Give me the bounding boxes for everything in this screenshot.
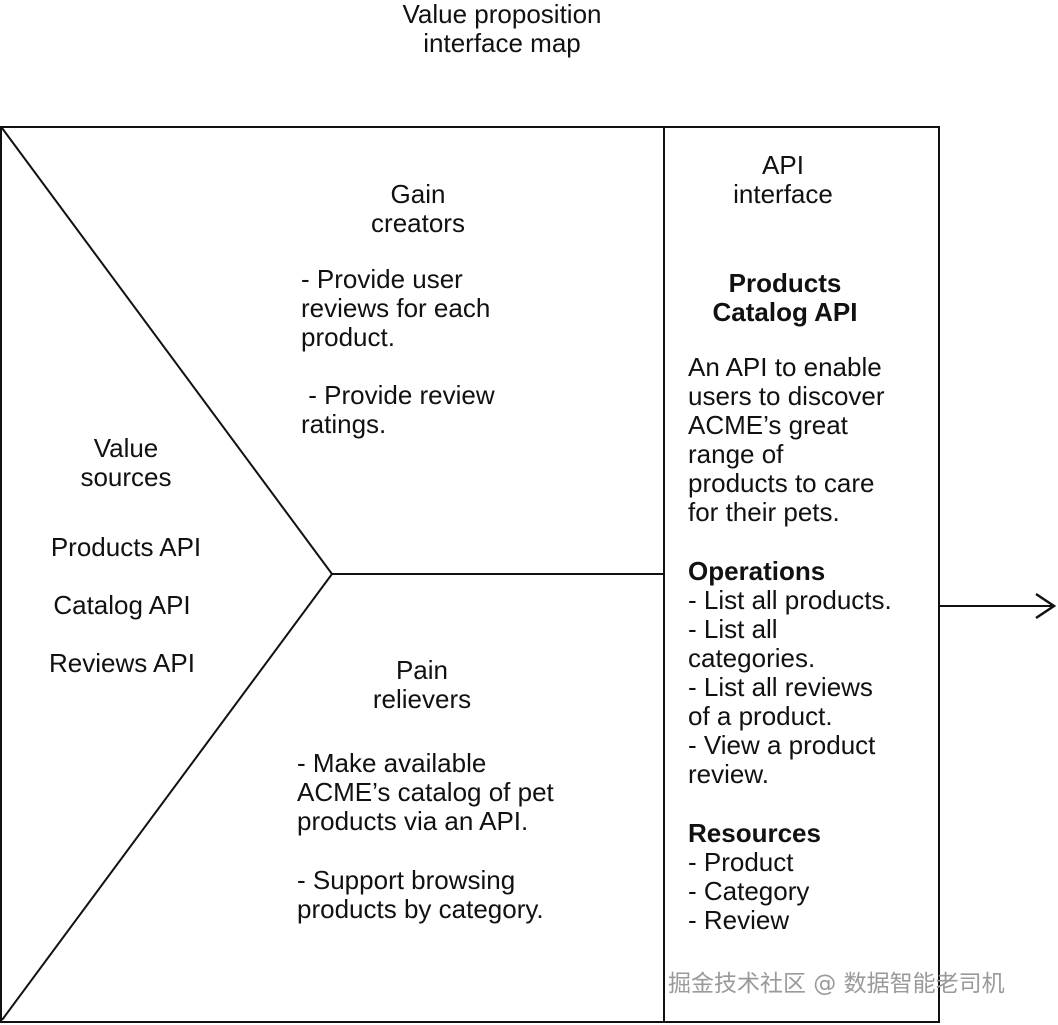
value-source-item: Catalog API [53,590,191,620]
outer-box [0,126,940,1023]
pain-reliever-item: - Support browsing products by category. [297,865,544,924]
output-arrow-head-icon [1035,592,1057,620]
api-interface-heading: API interface [733,150,833,209]
chevron-lower-edge [1,573,333,1021]
resources-list: - Product - Category - Review [688,847,810,935]
operations-list: - List all products. - List all categori… [688,585,892,789]
api-name: Products Catalog API [712,268,858,327]
resources-heading: Resources [688,818,821,848]
gain-creator-item: - Provide user reviews for each product. [301,264,491,352]
chevron-upper-edge [1,127,333,575]
gain-creators-heading: Gain creators [371,179,465,238]
value-source-item: Reviews API [49,648,195,678]
pain-relievers-heading: Pain relievers [372,655,472,714]
diagram-title: Value proposition interface map [402,0,602,58]
pain-reliever-item: - Make available ACME’s catalog of pet p… [297,748,554,836]
value-source-item: Products API [50,532,202,562]
api-description: An API to enable users to discover ACME’… [688,352,885,527]
watermark-text: 掘金技术社区 @ 数据智能老司机 [668,971,1005,997]
value-sources-heading: Value sources [80,433,172,492]
operations-heading: Operations [688,556,826,586]
gain-creator-item: - Provide review ratings. [301,380,495,439]
